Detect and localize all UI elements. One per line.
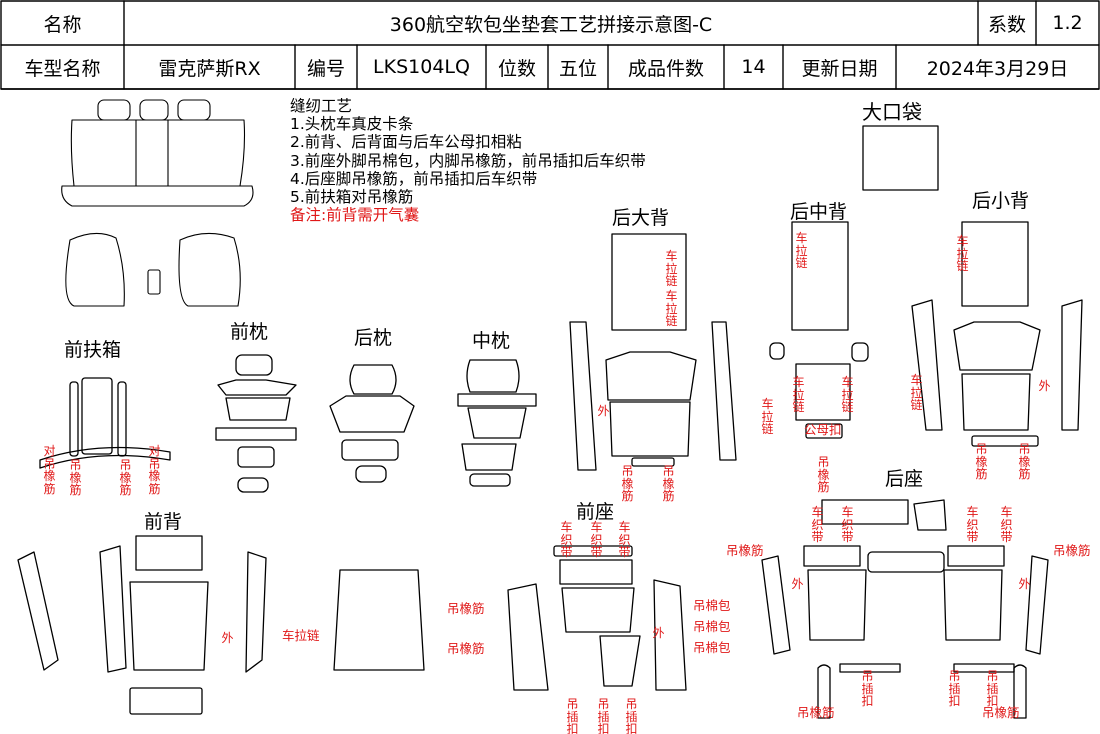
annotation-elastic: 吊橡筋	[726, 543, 764, 558]
section-label-big-pocket: 大口袋	[862, 100, 922, 124]
section-label-rear-small-back: 后小背	[972, 190, 1030, 212]
code-value: LKS104LQ	[373, 56, 470, 78]
annotation-outer: 外	[221, 631, 234, 645]
annotation-zipper: 车拉链	[956, 234, 969, 273]
annotation-buckle: 吊插扣	[861, 669, 874, 708]
annotation-zipper: 车拉链	[910, 373, 923, 412]
annotation-elastic: 吊橡筋	[69, 458, 82, 497]
annotation-elastic: 吊橡筋	[975, 442, 988, 481]
pieces-value: 14	[741, 56, 766, 78]
front-back-pieces	[17, 535, 425, 715]
pieces-label: 成品件数	[627, 57, 704, 80]
rear-headrest-pieces	[329, 364, 415, 483]
section-label-rear-seat: 后座	[885, 468, 924, 490]
section-label-front-armrest: 前扶箱	[64, 339, 122, 361]
code-label: 编号	[306, 57, 345, 80]
rear-big-back-pieces	[569, 233, 737, 471]
annotation-zipper: 车拉链	[761, 397, 774, 436]
rear-middle-back-pieces	[769, 221, 869, 439]
front-headrest-pieces	[215, 354, 297, 493]
annotation-buckle: 吊插扣	[948, 669, 961, 708]
section-label-rear-headrest: 后枕	[354, 327, 393, 349]
title-block: 名称 360航空软包坐垫套工艺拼接示意图-C 系数 1.2 车型名称 雷克萨斯R…	[0, 0, 1100, 90]
annotation-webbing: 车织带	[966, 505, 979, 544]
annotation-buckle: 吊插扣	[625, 697, 638, 734]
sheet-title: 360航空软包坐垫套工艺拼接示意图-C	[389, 13, 713, 36]
annotation-zipper: 车拉链	[795, 231, 808, 270]
name-label: 名称	[43, 13, 82, 36]
section-label-rear-middle-back: 后中背	[790, 201, 848, 223]
annotation-elastic: 吊橡筋	[662, 464, 675, 503]
instruction-step: 2.前背、后背面与后车公母扣相粘	[290, 133, 522, 152]
annotation-elastic: 吊橡筋	[817, 455, 830, 494]
position-label: 位数	[497, 57, 536, 80]
annotation-webbing: 车织带	[618, 520, 631, 559]
annotation-zipper: 车拉链	[792, 375, 805, 414]
header-grid	[0, 0, 1100, 90]
seat-thumbnail	[61, 99, 254, 307]
annotation-elastic: 吊橡筋	[982, 705, 1020, 720]
model-label: 车型名称	[24, 57, 101, 80]
middle-headrest-pieces	[457, 359, 537, 487]
annotation-foam-pad: 吊棉包	[693, 619, 731, 634]
annotation-zipper: 车拉链	[665, 289, 678, 328]
instruction-step: 5.前扶箱对吊橡筋	[290, 188, 414, 207]
rear-seat-pieces	[761, 499, 1049, 719]
annotation-webbing: 车织带	[590, 520, 603, 559]
annotation-outer: 外	[791, 577, 804, 591]
section-label-front-seat: 前座	[576, 501, 615, 523]
annotation-foam-pad: 吊棉包	[693, 598, 731, 613]
instructions-note: 备注:前背需开气囊	[290, 206, 420, 225]
annotation-webbing: 车织带	[811, 505, 824, 544]
date-value: 2024年3月29日	[926, 57, 1069, 80]
annotation-elastic: 吊橡筋	[447, 601, 485, 616]
annotation-outer: 外	[652, 626, 665, 640]
rear-small-back-pieces	[911, 221, 1083, 447]
instruction-step: 1.头枕车真皮卡条	[290, 115, 414, 134]
instructions-title: 缝纫工艺	[290, 97, 353, 115]
annotation-buckle: 吊插扣	[986, 669, 999, 708]
position-value: 五位	[558, 57, 597, 80]
section-label-middle-headrest: 中枕	[472, 330, 511, 352]
annotation-webbing: 车织带	[841, 505, 854, 544]
annotation-elastic: 吊橡筋	[447, 641, 485, 656]
annotation-outer: 外	[1038, 379, 1051, 393]
big-pocket-piece	[862, 125, 939, 191]
instruction-step: 4.后座脚吊橡筋，前吊插扣后车织带	[290, 169, 538, 188]
section-label-front-back: 前背	[144, 511, 183, 533]
front-seat-pieces	[507, 545, 687, 691]
coefficient-value: 1.2	[1052, 12, 1083, 34]
annotation-paired-elastic: 对吊橡筋	[148, 444, 161, 496]
annotation-outer: 外	[597, 404, 610, 418]
annotation-webbing: 车织带	[1000, 505, 1013, 544]
annotation-snap-button: 公母扣	[804, 422, 842, 437]
section-label-front-headrest: 前枕	[230, 321, 269, 343]
annotation-zipper: 车拉链	[665, 249, 678, 288]
annotation-foam-pad: 吊棉包	[693, 640, 731, 655]
annotation-elastic: 吊橡筋	[621, 464, 634, 503]
annotation-buckle: 吊插扣	[566, 697, 579, 734]
model-value: 雷克萨斯RX	[158, 57, 261, 80]
coefficient-label: 系数	[987, 13, 1026, 36]
annotation-elastic: 吊橡筋	[797, 705, 835, 720]
annotation-outer: 外	[1018, 577, 1031, 591]
instruction-step: 3.前座外脚吊棉包，内脚吊橡筋，前吊插扣后车织带	[290, 151, 646, 170]
annotation-zipper: 车拉链	[282, 628, 320, 643]
annotation-elastic: 吊橡筋	[1018, 442, 1031, 481]
annotation-elastic: 吊橡筋	[119, 458, 132, 497]
section-label-rear-big-back: 后大背	[612, 207, 670, 229]
sewing-instructions: 缝纫工艺 1.头枕车真皮卡条 2.前背、后背面与后车公母扣相粘 3.前座外脚吊棉…	[290, 97, 646, 224]
annotation-webbing: 车织带	[560, 520, 573, 559]
front-armrest-pieces	[39, 377, 171, 469]
date-label: 更新日期	[801, 57, 878, 80]
annotation-paired-elastic: 对吊橡筋	[43, 444, 56, 496]
annotation-elastic: 吊橡筋	[1053, 543, 1091, 558]
annotation-zipper: 车拉链	[841, 375, 854, 414]
annotation-buckle: 吊插扣	[597, 697, 610, 734]
